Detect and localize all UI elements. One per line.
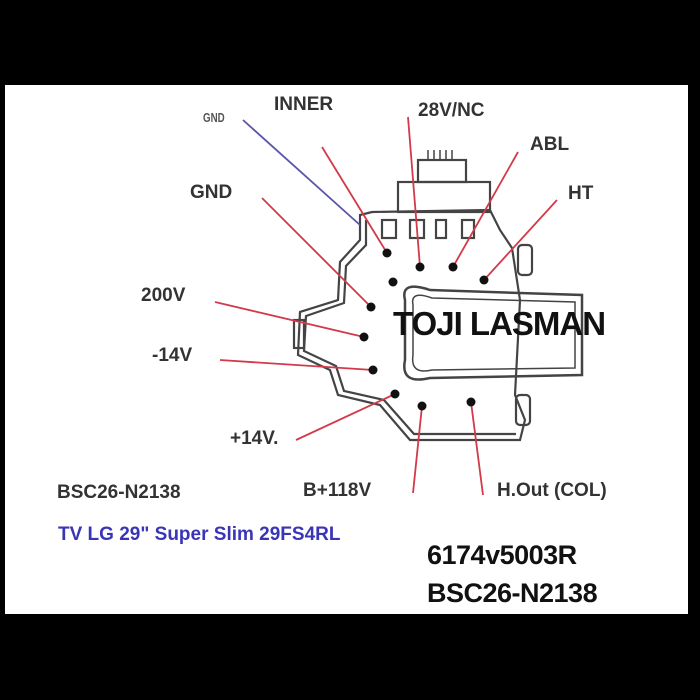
transformer-body-outline [292,150,584,442]
lead-28v [407,116,421,268]
label-abl: ABL [530,134,570,155]
pin-dot [382,248,392,258]
lead-gnd [261,197,372,308]
label-neg14v: -14V [152,345,193,366]
lead-abl [452,151,519,268]
pin-dot [448,262,458,272]
label-ht: HT [568,183,594,204]
pin-dot [390,389,400,399]
lead-hout [470,401,484,496]
label-28v-nc: 28V/NC [418,100,485,121]
label-b118v: B+118V [303,480,372,501]
pin-dot [359,332,369,342]
part-number-label: BSC26-N2138 [57,482,181,503]
part-code-2: BSC26-N2138 [427,578,598,608]
lead-pos14v [295,393,396,441]
lead-b118v [412,405,423,494]
tv-model-label: TV LG 29" Super Slim 29FS4RL [58,524,341,545]
pin-dots [359,248,489,411]
pin-lead-lines [214,116,558,496]
pin-dot [415,262,425,272]
lead-200v [214,301,365,338]
part-code-1: 6174v5003R [427,540,577,570]
label-200v: 200V [141,285,186,306]
pin-dot [366,302,376,312]
label-pos14v: +14V. [230,428,279,449]
label-gnd-small: GND [203,110,225,125]
lead-gnd-small [242,119,361,226]
pin-dot [466,397,476,407]
lead-inner [321,146,388,254]
lead-ht [483,199,558,281]
pin-dot [417,401,427,411]
label-inner: INNER [274,94,334,115]
label-gnd: GND [190,182,233,203]
pin-dot [479,275,489,285]
watermark: TOJI LASMAN [393,305,606,342]
label-hout: H.Out (COL) [497,480,607,501]
pin-dot [388,277,398,287]
lead-neg14v [219,359,374,371]
diagram-paper [5,85,688,614]
pin-dot [368,365,378,375]
